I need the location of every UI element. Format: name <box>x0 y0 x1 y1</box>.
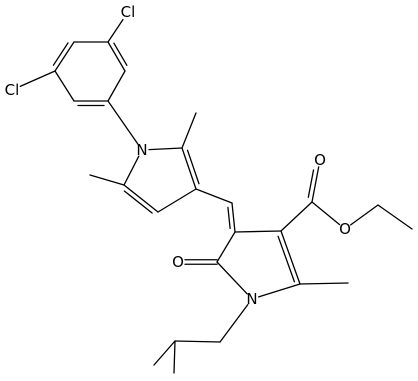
lactam-nitrogen-label: N <box>246 290 257 308</box>
ester-carbonyl-oxygen-label: O <box>314 151 326 169</box>
single-bond-c2-n2 <box>258 283 301 298</box>
single-bond-ib2-ib3 <box>173 340 176 374</box>
single-bond-b3-b4 <box>157 188 197 213</box>
single-bond-a4-a5 <box>54 70 75 102</box>
double-bond-b2-b3 <box>181 147 197 190</box>
single-bond-b2-me1 <box>181 112 197 149</box>
single-bond-et1-et2 <box>377 204 413 230</box>
single-bond-c2-me3 <box>299 282 349 285</box>
single-bond-a5-cl2 <box>19 70 56 88</box>
single-bond-o3-et1 <box>350 204 379 226</box>
single-bond-a2-a3 <box>107 70 126 102</box>
double-bond-c3-c2-inner <box>277 235 296 283</box>
double-bond-exo-c4-inner <box>227 206 231 230</box>
double-bond-ce-o2-inner <box>307 169 315 198</box>
double-bond-a1-a2-inner <box>113 42 128 66</box>
single-bond-b5-me2 <box>89 174 125 186</box>
double-bond-a5-a6 <box>54 41 75 72</box>
bond-layer <box>19 18 413 374</box>
single-bond-a3-n1 <box>107 100 139 145</box>
atom-label-layer: Cl Cl N N O O O <box>5 3 351 308</box>
double-bond-b2-b3-inner <box>186 149 200 185</box>
single-bond-b5-n1 <box>123 155 140 186</box>
pyrrole-nitrogen-label: N <box>136 141 147 159</box>
single-bond-ce-o3 <box>311 201 341 226</box>
single-bond-ib1-ib2 <box>174 340 221 343</box>
single-bond-c3-ce <box>280 201 313 232</box>
double-bond-ce-o2 <box>311 166 320 203</box>
single-bond-a1-cl1 <box>107 18 124 43</box>
single-bond-n2-c5 <box>216 261 248 295</box>
lactam-oxygen-label: O <box>172 253 184 271</box>
single-bond-ib2-ib4 <box>153 340 176 366</box>
double-bond-b4-b5 <box>123 184 159 213</box>
single-bond-c5-c4 <box>216 231 236 263</box>
single-bond-n1-b2 <box>148 147 183 151</box>
single-bond-b3-exo <box>195 188 233 204</box>
ester-ether-oxygen-label: O <box>339 220 351 238</box>
double-bond-exo-c4 <box>231 202 236 233</box>
single-bond-c4-c3 <box>234 230 282 233</box>
chlorine-atom-label-top: Cl <box>121 3 136 21</box>
double-bond-a5-a6-inner <box>52 42 69 66</box>
single-bond-n2-ib1 <box>219 303 249 343</box>
double-bond-a1-a2 <box>107 41 126 72</box>
chlorine-atom-label-left: Cl <box>5 81 20 99</box>
double-bond-c3-c2 <box>280 230 301 285</box>
double-bond-b4-b5-inner <box>123 190 153 214</box>
